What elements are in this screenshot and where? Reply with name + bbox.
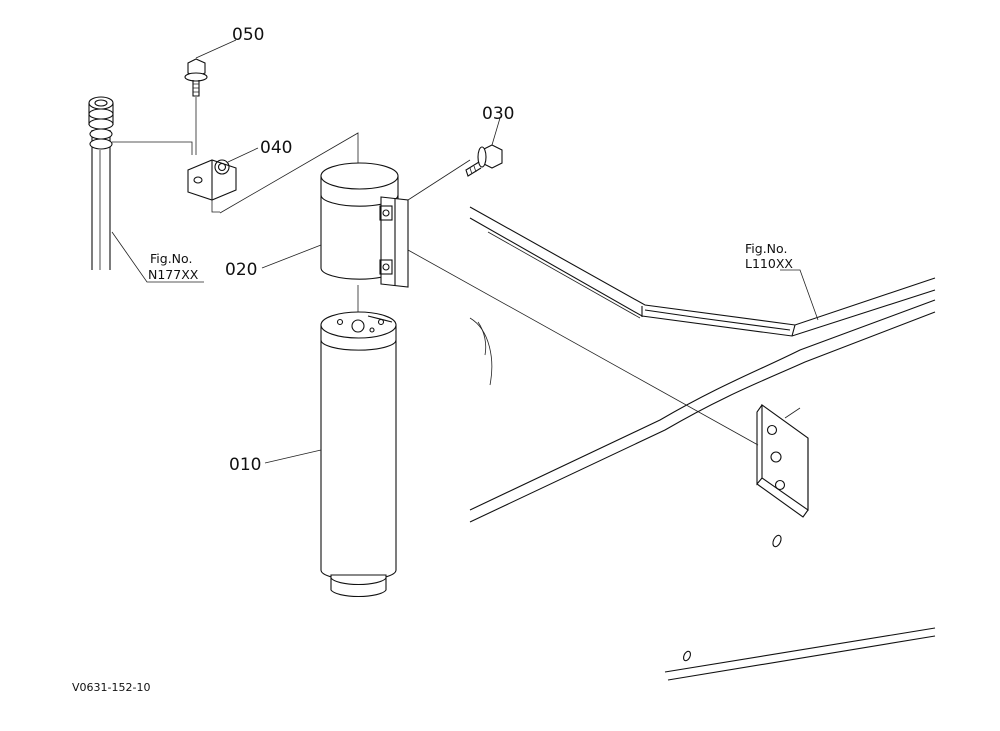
callout-030: 030 bbox=[482, 104, 514, 124]
fig-ref-left-label: Fig.No. bbox=[150, 251, 192, 266]
frame-structure bbox=[469, 206, 936, 681]
bolt-050 bbox=[184, 58, 208, 155]
callout-010: 010 bbox=[229, 455, 261, 475]
fig-ref-right-code: L110XX bbox=[745, 256, 793, 271]
bolt-030 bbox=[465, 144, 503, 177]
hose-assembly bbox=[88, 96, 114, 270]
fig-ref-left-code: N177XX bbox=[148, 267, 199, 282]
callout-050: 050 bbox=[232, 25, 264, 45]
bracket-040 bbox=[112, 132, 359, 214]
drawing-id: V0631-152-10 bbox=[72, 681, 150, 694]
receiver-drier-010 bbox=[320, 311, 397, 598]
fig-ref-right-label: Fig.No. bbox=[745, 241, 787, 256]
mounting-plate bbox=[756, 403, 809, 518]
leader-lines bbox=[111, 39, 819, 464]
callout-040: 040 bbox=[260, 138, 292, 158]
band-020 bbox=[320, 159, 759, 446]
callout-020: 020 bbox=[225, 260, 257, 280]
